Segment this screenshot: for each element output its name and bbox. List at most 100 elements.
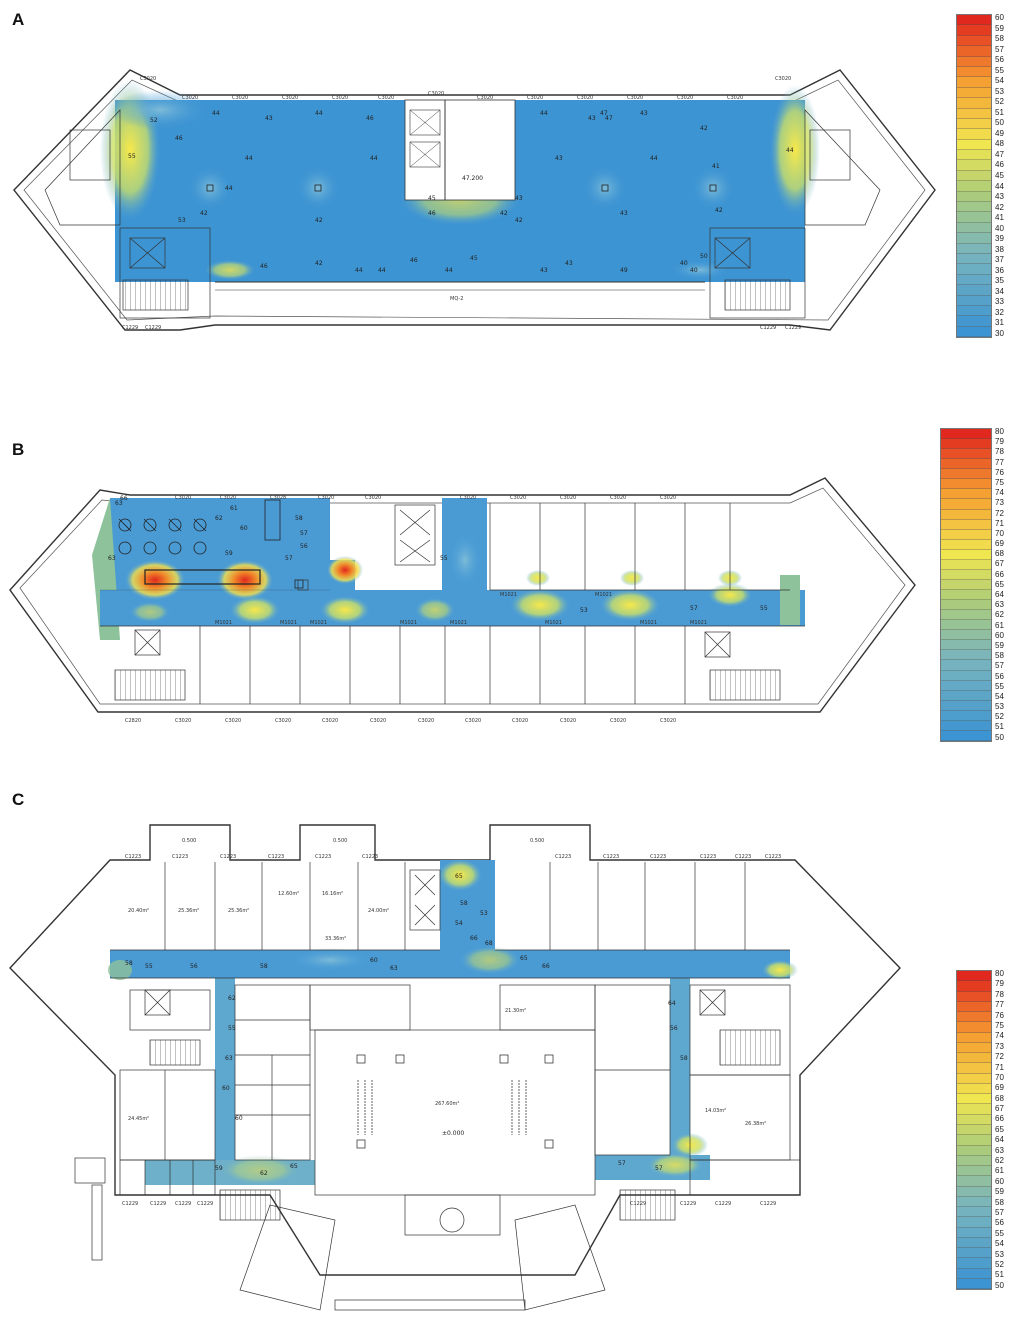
measurement-value: 47: [605, 115, 613, 122]
colorbar-tick-label: 57: [995, 44, 1004, 54]
colorbar-cell: [941, 579, 991, 590]
colorbar-tick-label: 63: [995, 1145, 1004, 1155]
panel-label-c: C: [12, 790, 25, 809]
colorbar-tick-label: 69: [995, 1083, 1004, 1093]
measurement-value: 43: [588, 115, 596, 122]
measurement-value: 42: [315, 217, 323, 224]
measurement-value: 56: [670, 1025, 678, 1032]
colorbar-tick-label: 51: [995, 1270, 1004, 1280]
window-label: C3028: [270, 495, 286, 501]
colorbar-cell: [957, 1063, 991, 1074]
colorbar-cell: [941, 489, 991, 500]
room-area: 16.16m²: [322, 891, 343, 897]
measurement-value: 55: [760, 605, 768, 612]
plan-c-room-areas: 20.40m² 25.36m² 25.36m² 12.60m² 16.16m² …: [128, 891, 766, 1127]
colorbar-cell: [957, 108, 991, 119]
colorbar-cell: [957, 1083, 991, 1095]
measurement-value: 61: [230, 505, 238, 512]
measurement-value: 43: [640, 110, 648, 117]
plan-c-window-labels: C1223 C1223 C1223 C1223 C1223 C1223 C122…: [122, 854, 781, 1207]
window-label: C3020: [175, 495, 191, 501]
measurement-value: 55: [440, 555, 448, 562]
colorbar-tick-label: 73: [995, 1041, 1004, 1051]
window-label: C3020: [460, 495, 476, 501]
measurement-value: 52: [150, 117, 158, 124]
window-label: C3020: [370, 718, 386, 724]
plan-c-outline: [9, 824, 901, 1276]
colorbar-tick-label: 57: [995, 1207, 1004, 1217]
measurement-value: 43: [515, 195, 523, 202]
window-label: C1223: [650, 854, 666, 860]
colorbar-tick-label: 72: [995, 1052, 1004, 1062]
colorbar-tick-label: 45: [995, 170, 1004, 180]
colorbar-tick-label: 72: [995, 508, 1004, 518]
measurement-value: 63: [108, 555, 116, 562]
colorbar-tick-label: 80: [995, 427, 1004, 436]
window-label: C3020: [318, 495, 334, 501]
window-label: C1229: [760, 1201, 776, 1207]
colorbar-cell: [941, 680, 991, 691]
colorbar-tick-label: 76: [995, 467, 1004, 477]
measurement-value: 44: [225, 185, 233, 192]
measurement-value: 65: [520, 955, 528, 962]
colorbar-tick-label: 54: [995, 691, 1004, 701]
measurement-value: 46: [428, 210, 436, 217]
colorbar-tick-label: 32: [995, 307, 1004, 317]
measurement-value: 68: [485, 940, 493, 947]
measurement-value: 44: [786, 147, 794, 154]
window-label: C3020: [225, 718, 241, 724]
window-label: C3020: [510, 495, 526, 501]
measurement-value: 42: [315, 260, 323, 267]
colorbar-cell: [957, 1258, 991, 1269]
room-area: 26.38m²: [745, 1121, 766, 1127]
colorbar-tick-label: 36: [995, 265, 1004, 275]
colorbar-cell: [957, 1053, 991, 1064]
window-label: C3020: [182, 95, 198, 101]
room-area: 24.45m²: [128, 1116, 149, 1122]
colorbar-tick-label: 59: [995, 1187, 1004, 1197]
colorbar-cell: [957, 1237, 991, 1249]
window-label: C3020: [727, 95, 743, 101]
plan-b-rooms: [100, 503, 805, 704]
measurement-value: 58: [260, 963, 268, 970]
window-label: C3020: [232, 95, 248, 101]
window-label: C1229: [175, 1201, 191, 1207]
colorbar-cell: [957, 25, 991, 36]
measurement-value: 43: [265, 115, 273, 122]
measurement-value: 43: [565, 260, 573, 267]
panel-label-a: A: [12, 10, 25, 29]
colorbar-cell: [957, 1094, 991, 1105]
colorbar-cell: [957, 1248, 991, 1259]
colorbar-cell: [957, 233, 991, 244]
colorbar-tick-label: 35: [995, 276, 1004, 286]
colorbar-tick-label: 31: [995, 318, 1004, 328]
colorbar-tick-label: 51: [995, 107, 1004, 117]
measurement-value: 59: [225, 550, 233, 557]
measurement-value: 49: [620, 267, 628, 274]
colorbar-c-scale: [956, 970, 992, 1290]
window-label: C3020: [220, 495, 236, 501]
colorbar-tick-label: 65: [995, 579, 1004, 589]
colorbar-cell: [957, 1124, 991, 1136]
colorbar-tick-label: 53: [995, 1249, 1004, 1259]
measurement-value: 42: [200, 210, 208, 217]
colorbar-cell: [941, 569, 991, 580]
measurement-value: 56: [300, 543, 308, 550]
colorbar-cell: [957, 1104, 991, 1115]
colorbar-tick-label: 71: [995, 1062, 1004, 1072]
measurement-value: 44: [445, 267, 453, 274]
window-label: C1229: [760, 325, 776, 331]
measurement-value: 40: [680, 260, 688, 267]
colorbar-tick-label: 58: [995, 1197, 1004, 1207]
heatmap-a: [100, 80, 820, 282]
door-label: M1021: [690, 620, 707, 626]
colorbar-cell: [941, 660, 991, 671]
door-label: M1021: [280, 620, 297, 626]
panel-label-b: B: [12, 440, 25, 459]
colorbar-tick-label: 52: [995, 1259, 1004, 1269]
colorbar-tick-label: 48: [995, 139, 1004, 149]
window-label: C1223: [315, 854, 331, 860]
elevation-mark: 0.500: [530, 838, 544, 844]
measurement-value: 56: [190, 963, 198, 970]
colorbar-cell: [957, 1278, 991, 1290]
